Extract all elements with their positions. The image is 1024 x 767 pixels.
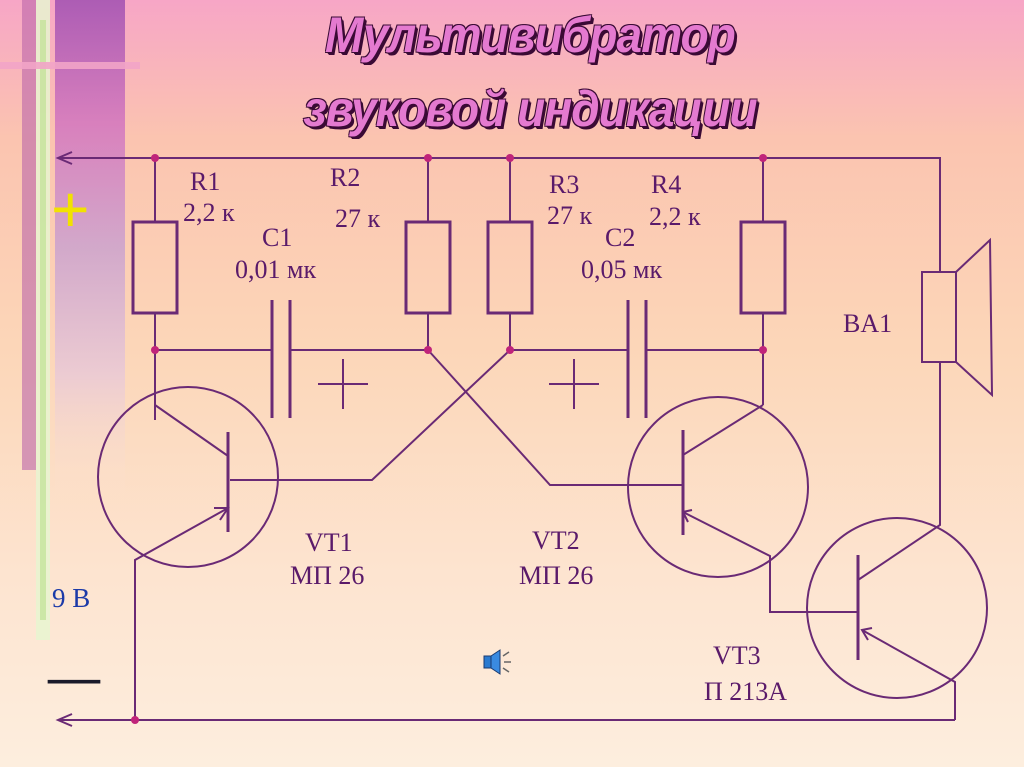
resistor-r2 [404,220,452,315]
r1-value: 2,2 к [183,198,235,227]
vt3-model: П 213А [704,677,787,706]
minus-sign: — [47,649,101,706]
speaker-body [921,271,957,363]
cross-wire-a [427,349,683,486]
transistor-vt2 [627,396,809,578]
c1-label: C1 [262,223,292,252]
c1-value: 0,01 мк [235,255,316,284]
node [506,154,514,162]
speaker-cone [955,237,994,398]
r4-value: 2,2 к [649,202,701,231]
resistor-r1 [131,220,179,315]
node [151,154,159,162]
r2-label: R2 [330,163,360,192]
vt2-emitter-arrow [681,509,693,523]
vt1-leads [134,404,229,720]
c2-label: C2 [605,223,635,252]
capacitor-c1 [270,300,292,418]
decorative-strip [0,0,140,640]
c1-plus-sign [318,359,368,409]
r3-label: R3 [549,170,579,199]
node [759,154,767,162]
node [506,346,514,354]
vt2-label: VT2 [532,526,580,555]
top-rail-arrow [55,151,73,165]
ba1-label: BA1 [843,309,892,338]
sound-speaker-icon[interactable] [483,649,511,675]
plus-sign: + [51,172,90,246]
r4-label: R4 [651,170,681,199]
r3-value: 27 к [547,201,593,230]
resistor-r4 [739,220,787,315]
voltage-label: 9 В [52,583,90,613]
node [759,346,767,354]
node [151,346,159,354]
capacitor-c2 [626,300,648,418]
c2-value: 0,05 мк [581,255,662,284]
top-rail [60,157,941,272]
vt2-model: МП 26 [519,561,593,590]
vt3-label: VT3 [713,641,761,670]
bottom-rail-arrow [55,713,73,727]
vt1-model: МП 26 [290,561,364,590]
title-line-2: звуковой индикации [303,81,757,137]
vt3-leads [857,362,956,720]
r2-value: 27 к [335,204,381,233]
transistor-vt3 [806,517,988,699]
title-line-1: Мультивибратор [325,7,736,63]
vt2-leads [682,404,858,613]
node [131,716,139,724]
vt1-emitter-arrow [214,507,230,521]
node [424,154,432,162]
resistor-r3 [486,220,534,315]
vt3-emitter-arrow [860,627,873,641]
transistor-vt1 [97,386,279,568]
node [424,346,432,354]
c2-plus-sign [549,359,599,409]
r1-label: R1 [190,167,220,196]
vt1-label: VT1 [305,528,353,557]
